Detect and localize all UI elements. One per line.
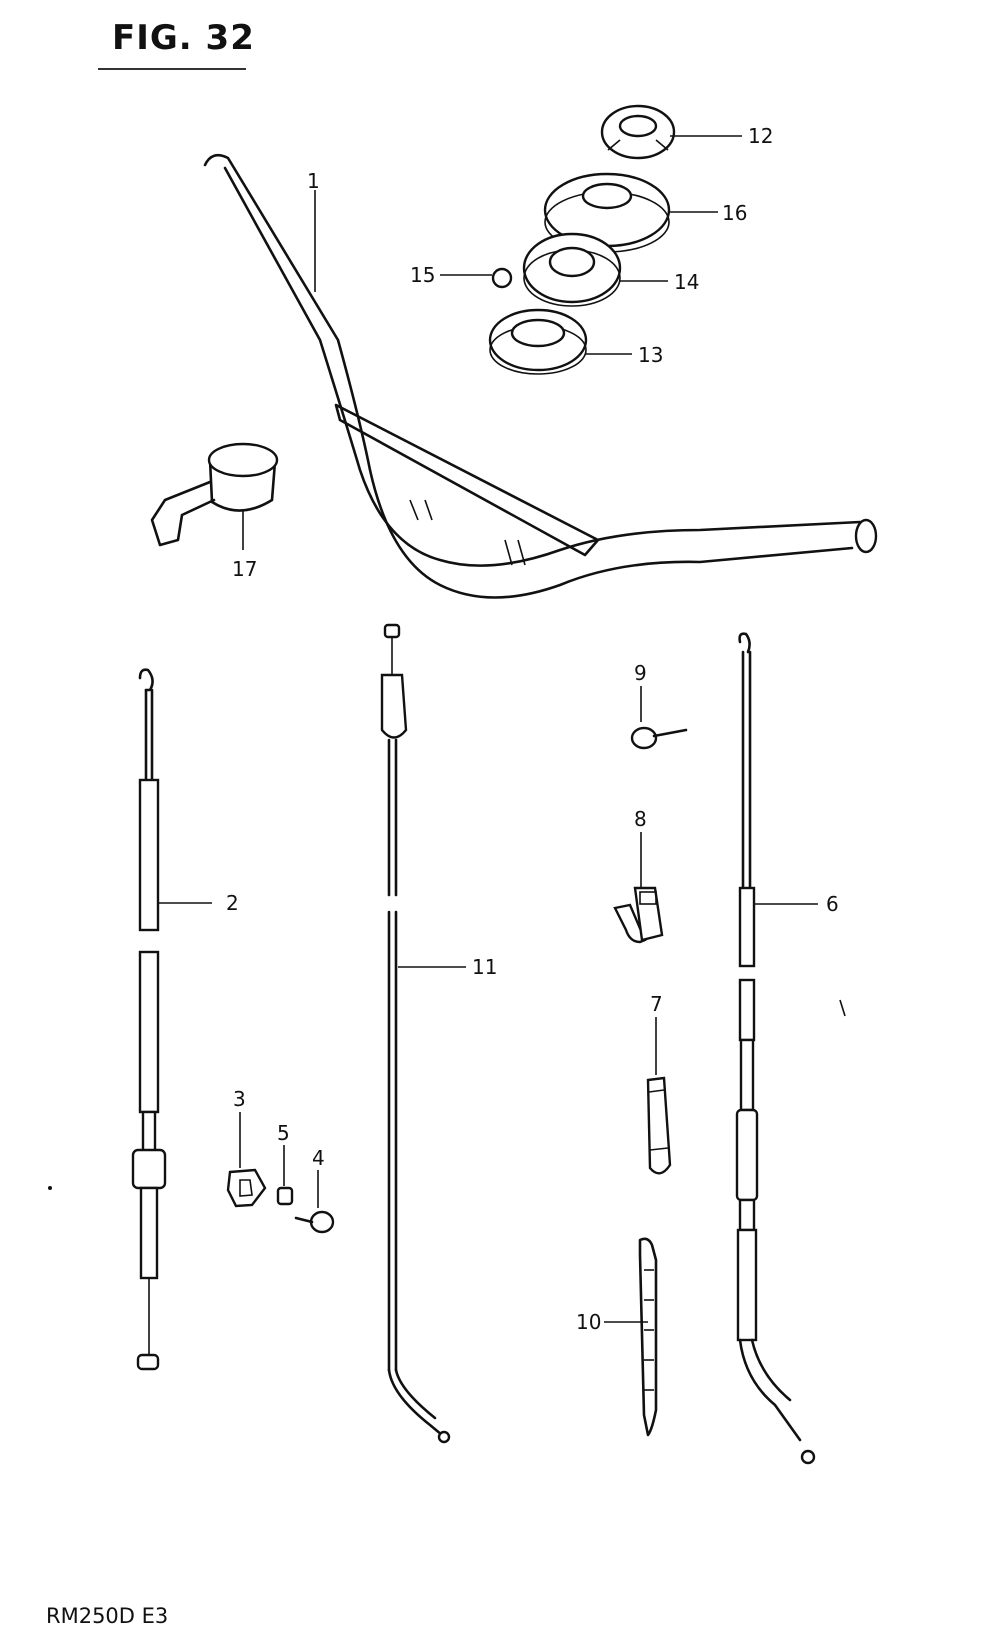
stray-mark (839, 999, 846, 1017)
callout-12: 12 (748, 124, 773, 148)
callout-7: 7 (650, 992, 663, 1016)
callout-2: 2 (226, 891, 239, 915)
callout-5: 5 (277, 1121, 290, 1145)
cable-assembly[interactable] (735, 632, 816, 1465)
model-code: RM250D E3 (46, 1604, 169, 1628)
callout-1: 1 (307, 169, 320, 193)
clutch-cable[interactable] (131, 668, 167, 1371)
bearing-seal[interactable] (488, 308, 588, 375)
throttle-cable[interactable] (380, 623, 451, 1444)
cable-clamp[interactable] (613, 886, 664, 944)
screw-9[interactable] (630, 726, 688, 750)
callout-3: 3 (233, 1087, 246, 1111)
callout-16: 16 (722, 201, 747, 225)
title-underline (98, 68, 246, 70)
callout-9: 9 (634, 661, 647, 685)
cable-tie[interactable] (638, 1237, 658, 1437)
callout-11: 11 (472, 955, 497, 979)
steering-nut[interactable] (600, 104, 676, 160)
leader-lines (158, 135, 818, 1323)
stray-dot (48, 1186, 52, 1190)
callout-8: 8 (634, 807, 647, 831)
ball[interactable] (491, 267, 513, 289)
callout-4: 4 (312, 1146, 325, 1170)
callout-15: 15 (410, 263, 435, 287)
callout-6: 6 (826, 892, 839, 916)
cable-boot[interactable] (646, 1076, 672, 1175)
throttle-housing[interactable] (150, 442, 279, 547)
clamp-3[interactable] (226, 1168, 267, 1208)
damper-washer[interactable] (543, 172, 671, 253)
callout-13: 13 (638, 343, 663, 367)
handlebar[interactable] (203, 153, 878, 599)
callout-17: 17 (232, 557, 257, 581)
callout-10: 10 (576, 1310, 601, 1334)
figure-title: FIG. 32 (112, 18, 255, 58)
callout-14: 14 (674, 270, 699, 294)
bar-holder[interactable] (522, 232, 622, 307)
nut-5[interactable] (276, 1186, 294, 1206)
screw-4[interactable] (294, 1210, 335, 1234)
